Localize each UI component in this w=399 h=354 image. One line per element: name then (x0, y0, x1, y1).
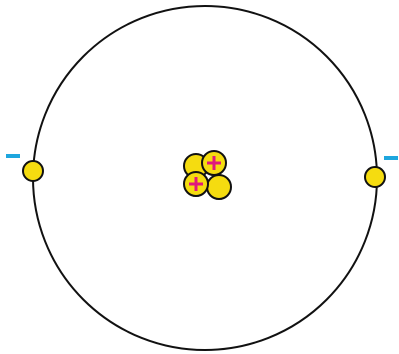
electron-right-particle (365, 167, 385, 187)
neutron-2 (207, 175, 231, 199)
electron-right (365, 158, 398, 187)
nucleus (184, 151, 231, 199)
electron-left (6, 156, 43, 181)
electron-left-particle (23, 161, 43, 181)
